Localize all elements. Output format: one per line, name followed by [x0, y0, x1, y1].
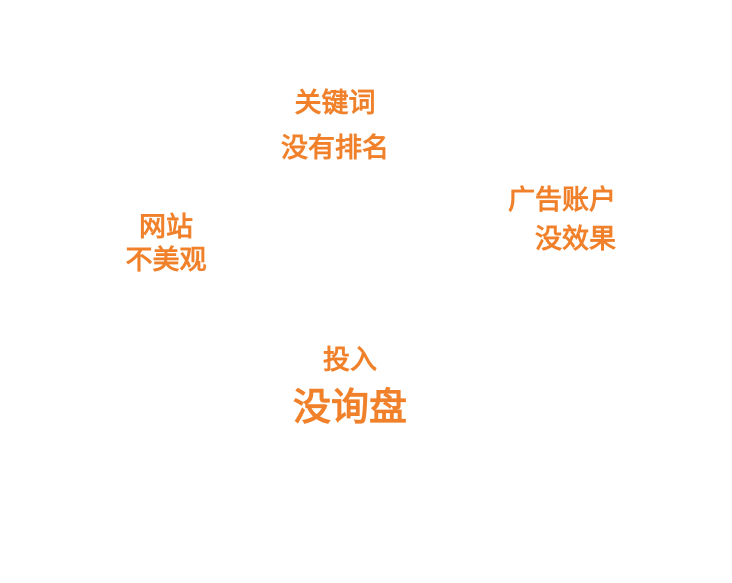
ads-account-ineffective-label: 广告账户 没效果 [498, 185, 616, 255]
investment-line-2: 没询盘 [292, 385, 407, 430]
ads-line-2: 没效果 [535, 224, 616, 256]
website-line-2: 不美观 [125, 245, 207, 277]
website-not-attractive-label: 网站 不美观 [120, 212, 212, 276]
keywords-no-ranking-label: 关键词 没有排名 [276, 88, 394, 164]
website-line-1: 网站 [139, 212, 193, 243]
keywords-line-2: 没有排名 [281, 133, 389, 165]
keywords-line-1: 关键词 [294, 88, 376, 119]
investment-line-1: 投入 [323, 345, 377, 376]
ads-line-1: 广告账户 [508, 185, 616, 216]
investment-no-inquiries-label: 投入 没询盘 [288, 345, 412, 430]
